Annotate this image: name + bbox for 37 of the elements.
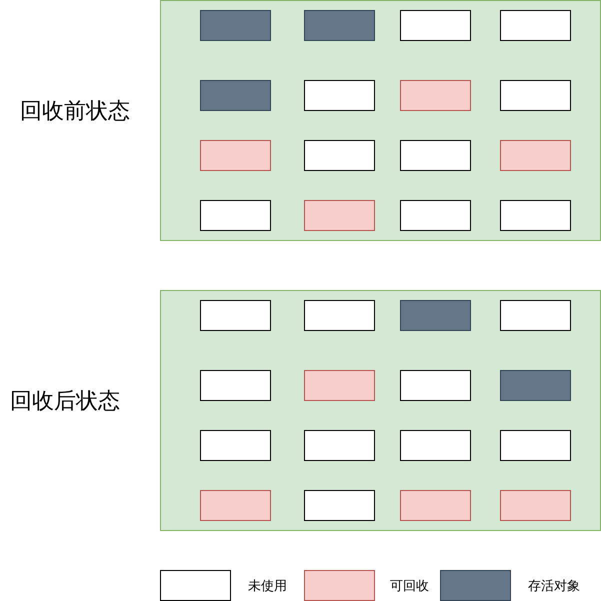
memory-block — [500, 300, 571, 331]
memory-block — [304, 140, 375, 171]
memory-block — [500, 490, 571, 521]
memory-block — [200, 140, 271, 171]
memory-block — [200, 200, 271, 231]
memory-block — [200, 490, 271, 521]
memory-block — [400, 370, 471, 401]
memory-block — [304, 200, 375, 231]
memory-block — [500, 10, 571, 41]
memory-block — [304, 10, 375, 41]
state-heading: 回收后状态 — [10, 388, 120, 416]
memory-block — [304, 490, 375, 521]
memory-block — [304, 430, 375, 461]
memory-block — [400, 80, 471, 111]
memory-block — [200, 300, 271, 331]
memory-block — [400, 10, 471, 41]
legend-label: 未使用 — [248, 578, 287, 595]
memory-block — [500, 430, 571, 461]
memory-block — [500, 200, 571, 231]
memory-block — [400, 430, 471, 461]
memory-block — [200, 430, 271, 461]
memory-block — [500, 80, 571, 111]
legend-label: 可回收 — [390, 578, 429, 595]
memory-block — [304, 80, 375, 111]
memory-block — [400, 490, 471, 521]
memory-block — [200, 10, 271, 41]
memory-block — [500, 370, 571, 401]
memory-block — [304, 300, 375, 331]
memory-block — [200, 370, 271, 401]
memory-block — [400, 300, 471, 331]
memory-block — [500, 140, 571, 171]
memory-block — [400, 200, 471, 231]
legend-label: 存活对象 — [528, 578, 580, 595]
memory-block — [400, 140, 471, 171]
memory-block — [200, 80, 271, 111]
memory-block — [304, 370, 375, 401]
state-heading: 回收前状态 — [20, 98, 130, 126]
